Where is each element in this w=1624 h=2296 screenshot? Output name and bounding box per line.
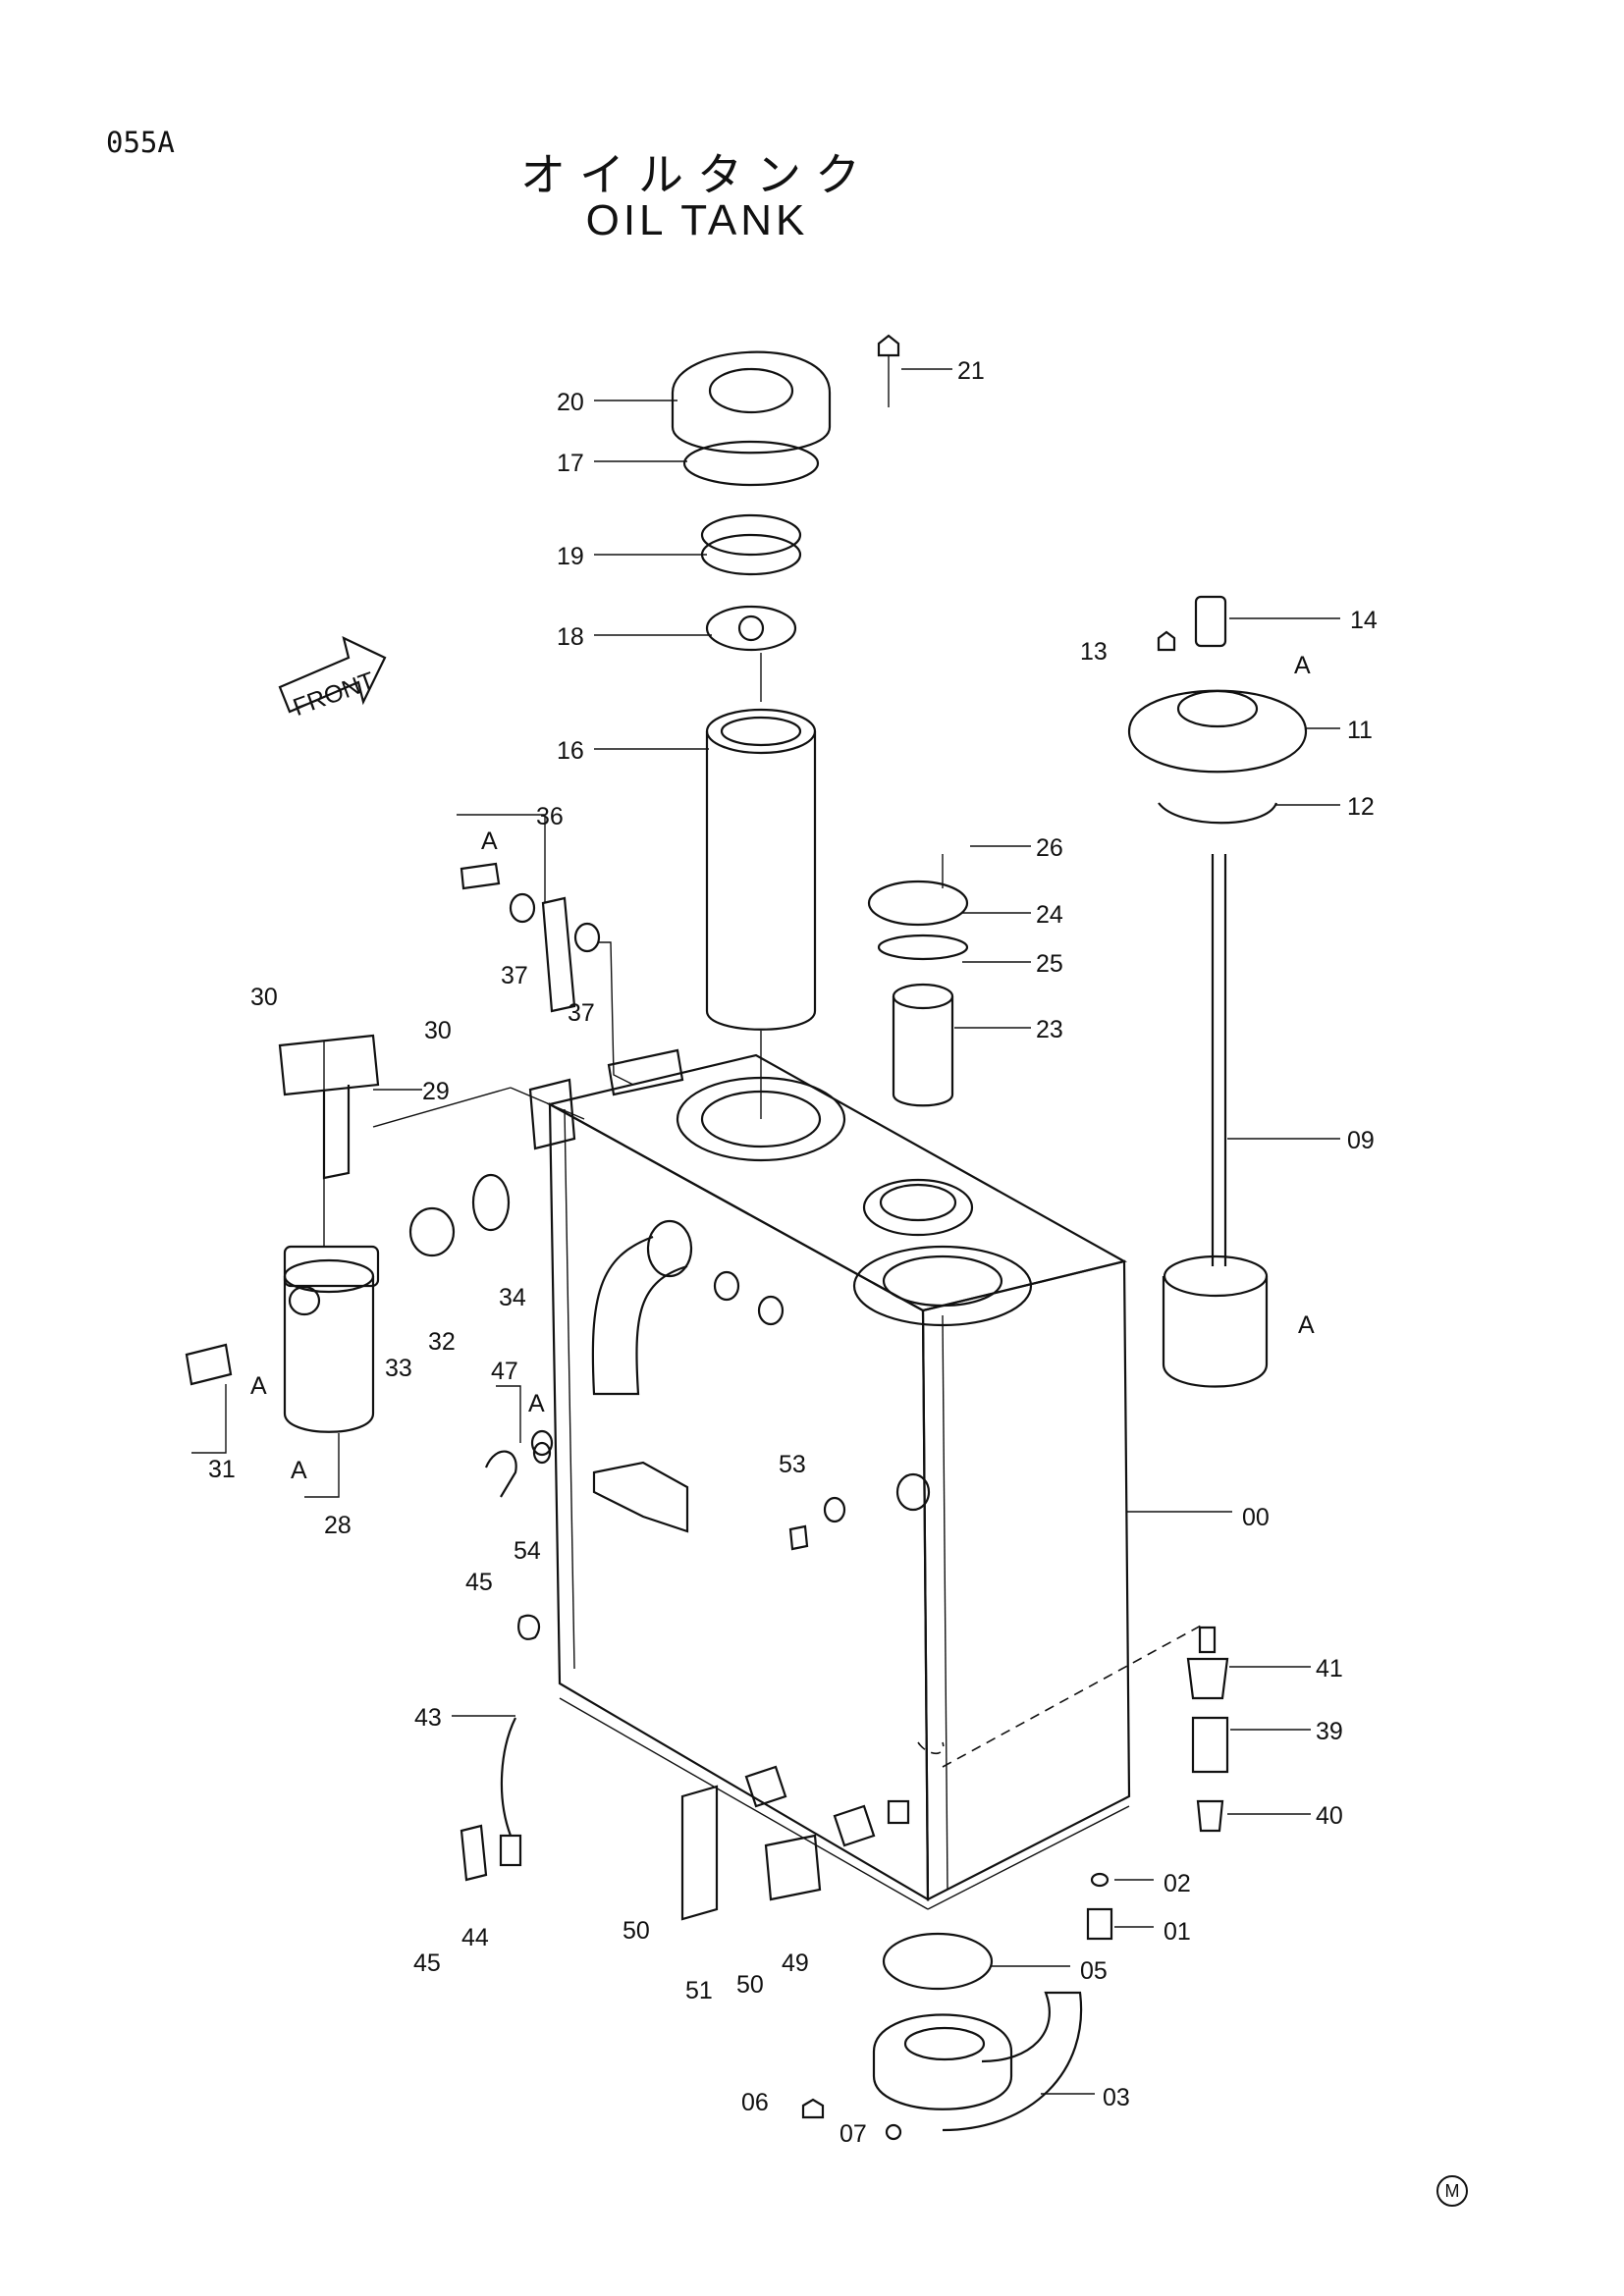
callout-54: 54 [514, 1537, 541, 1565]
callout-41: 41 [1316, 1655, 1343, 1682]
misc-fittings [460, 862, 846, 1921]
callout-45-top: 45 [465, 1569, 493, 1596]
top-cover-assembly [671, 334, 900, 1119]
callout-47: 47 [491, 1358, 518, 1385]
callout-25: 25 [1036, 950, 1063, 978]
detail-a-marker: A [291, 1457, 307, 1484]
detail-a-marker: A [250, 1372, 267, 1400]
detail-a-markers: A A A A A A [250, 652, 1315, 1484]
callout-49: 49 [782, 1949, 809, 1977]
callout-labels: 00 01 02 03 05 06 07 09 11 12 13 14 16 1… [208, 357, 1378, 2148]
callout-05: 05 [1080, 1957, 1108, 1985]
callout-36: 36 [536, 803, 564, 830]
callout-18: 18 [557, 623, 584, 651]
callout-01: 01 [1164, 1918, 1191, 1946]
leader-lines [191, 368, 1340, 2095]
callout-37-right: 37 [568, 999, 595, 1027]
callout-26: 26 [1036, 834, 1063, 862]
callout-31: 31 [208, 1456, 236, 1483]
strainer-assembly [867, 854, 969, 1107]
callout-19: 19 [557, 543, 584, 570]
callout-24: 24 [1036, 901, 1063, 929]
callout-16: 16 [557, 737, 584, 765]
callout-11: 11 [1347, 717, 1373, 744]
callout-03: 03 [1103, 2084, 1130, 2111]
callout-23: 23 [1036, 1016, 1063, 1043]
callout-00: 00 [1242, 1504, 1270, 1531]
callout-45-bottom: 45 [413, 1949, 441, 1977]
callout-06: 06 [741, 2089, 769, 2116]
callout-50-left: 50 [623, 1917, 650, 1945]
callout-53: 53 [779, 1451, 806, 1478]
title-japanese: オイルタンク [520, 148, 874, 201]
oil-tank-body [546, 1053, 1204, 1910]
callout-50-right: 50 [736, 1971, 764, 1999]
front-label: FRONT [290, 667, 378, 721]
bottom-fittings [801, 1626, 1229, 2141]
callout-14: 14 [1350, 607, 1378, 634]
callout-30-left: 30 [250, 984, 278, 1011]
callout-17: 17 [557, 450, 584, 477]
title-english: OIL TANK [585, 196, 809, 244]
callout-39: 39 [1316, 1718, 1343, 1745]
callout-29: 29 [422, 1078, 450, 1105]
callout-30-right: 30 [424, 1017, 452, 1044]
callout-33: 33 [385, 1355, 412, 1382]
callout-09: 09 [1347, 1127, 1375, 1154]
callout-20: 20 [557, 389, 584, 416]
corner-mark: M [1436, 2175, 1468, 2207]
return-filter-assembly [1127, 595, 1308, 1388]
front-direction-arrow: FRONT [278, 636, 387, 721]
callout-13: 13 [1080, 638, 1108, 666]
page-code: 055A [106, 126, 175, 159]
callout-43: 43 [414, 1704, 442, 1732]
callout-02: 02 [1164, 1870, 1191, 1897]
detail-a-marker: A [1294, 652, 1311, 679]
detail-a-marker: A [1298, 1311, 1315, 1339]
callout-40: 40 [1316, 1802, 1343, 1830]
callout-07: 07 [839, 2120, 867, 2148]
callout-28: 28 [324, 1512, 352, 1539]
callout-44: 44 [461, 1924, 489, 1951]
callout-51: 51 [685, 1977, 713, 2004]
callout-32: 32 [428, 1328, 456, 1356]
callout-21: 21 [957, 357, 985, 385]
callout-34: 34 [499, 1284, 526, 1311]
detail-a-marker: A [528, 1390, 545, 1417]
callout-37-left: 37 [501, 962, 528, 989]
callout-12: 12 [1347, 793, 1375, 821]
line-filter-assembly [185, 1034, 684, 1433]
detail-a-marker: A [481, 828, 498, 855]
